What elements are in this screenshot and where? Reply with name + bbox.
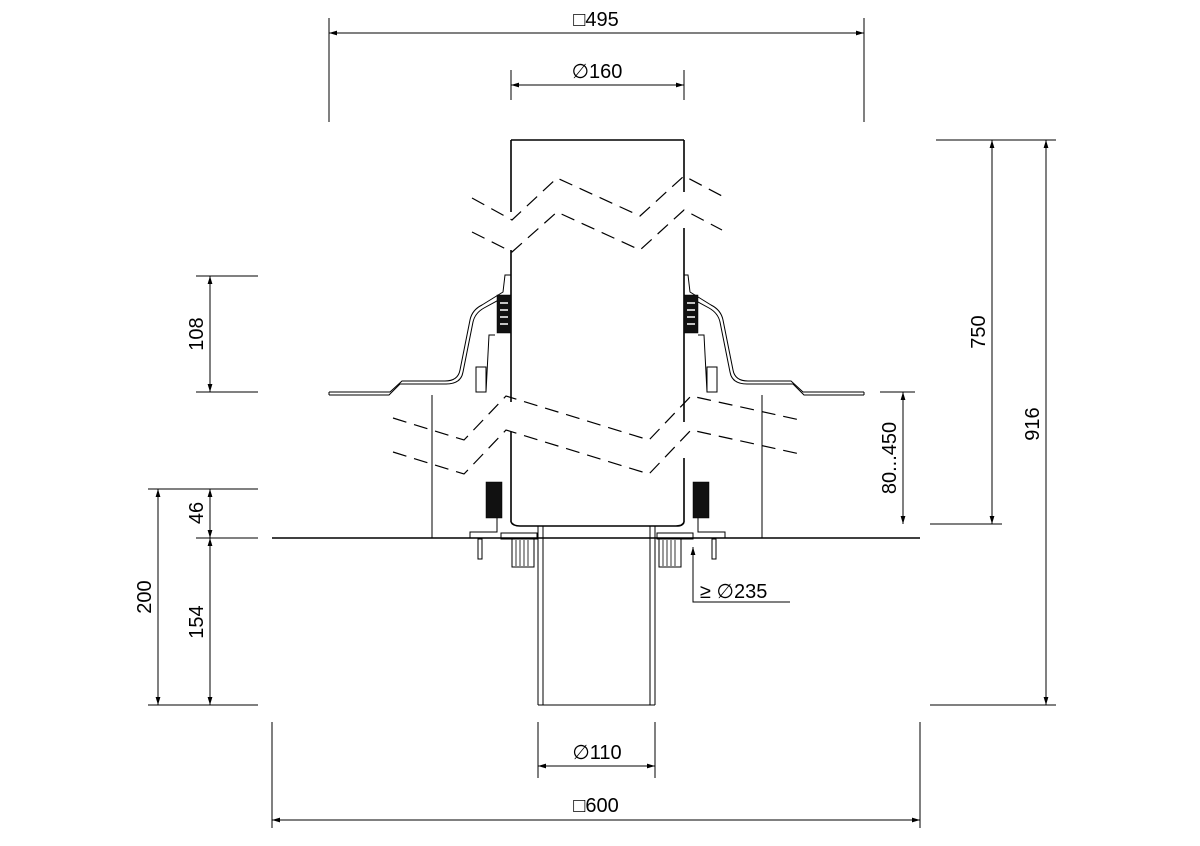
dim-total-lower: 200 bbox=[134, 580, 156, 613]
dimension-lines bbox=[155, 30, 1049, 823]
dim-lower-part: 154 bbox=[186, 605, 208, 638]
dim-total-height: 916 bbox=[1022, 407, 1044, 440]
roof-flange bbox=[328, 274, 865, 396]
outlet-tube bbox=[537, 526, 656, 706]
dim-hole-diameter: ≥ ∅235 bbox=[700, 581, 767, 603]
dim-bottom-square: □600 bbox=[573, 795, 618, 817]
dim-flange-height: 108 bbox=[186, 317, 208, 350]
lower-seal bbox=[469, 481, 726, 568]
vent-pipe bbox=[510, 139, 685, 527]
dim-upper-part: 46 bbox=[186, 502, 208, 524]
break-lines-top bbox=[471, 175, 723, 253]
dim-outlet-diameter: ∅110 bbox=[572, 742, 621, 764]
dim-pipe-diameter: ∅160 bbox=[572, 61, 623, 83]
extension-lines bbox=[148, 18, 1056, 828]
break-lines-insulation bbox=[392, 395, 801, 475]
insulation-and-deck bbox=[272, 395, 920, 539]
dim-pipe-length: 750 bbox=[968, 315, 990, 348]
dim-insulation-range: 80...450 bbox=[879, 422, 901, 494]
dim-top-square: □495 bbox=[573, 9, 618, 31]
